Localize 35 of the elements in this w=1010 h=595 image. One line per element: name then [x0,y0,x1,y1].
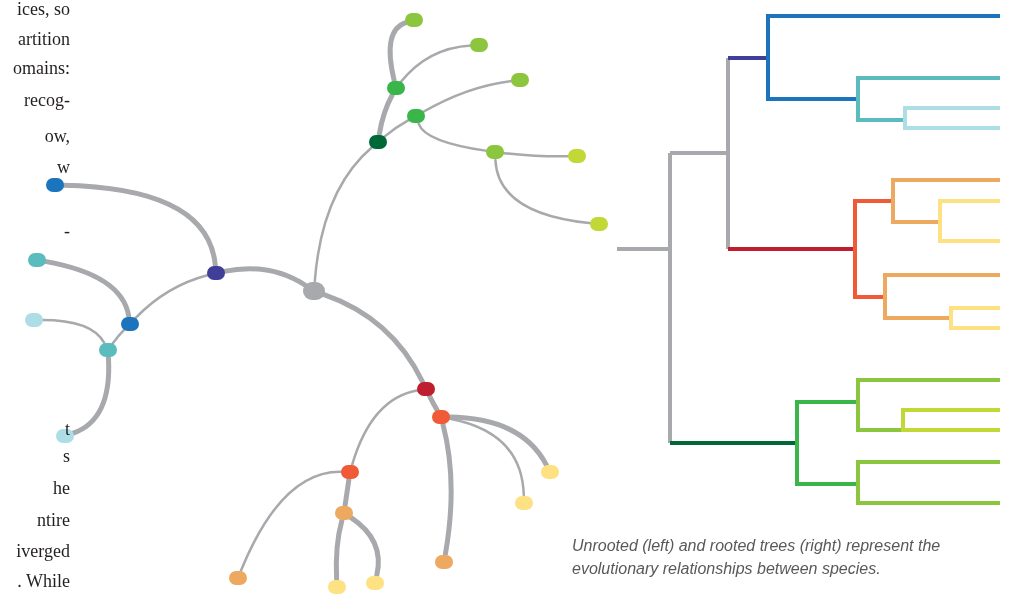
text-fragment: ices, so [17,0,70,20]
caption: Unrooted (left) and rooted trees (right) represent the evolutionary relationships between species. [572,536,942,579]
text-fragment: he [53,477,70,499]
tree-branch [239,470,344,572]
tree-branch [342,477,352,508]
text-fragment: omains: [13,57,70,79]
text-fragment: w [57,156,70,178]
tree-branch [417,122,489,153]
text-fragment: t [65,418,70,440]
tree-branch [447,417,525,497]
text-fragment: artition [18,28,70,50]
tree-branch [399,44,473,83]
tree-branch [313,145,374,283]
text-fragment: ntire [37,509,70,531]
tree-branch [382,118,411,139]
tree-branch [40,318,106,345]
tree-branch [440,422,454,557]
tree-branch [351,389,420,466]
tree-branch [421,79,514,114]
tree-branch [501,151,571,158]
tree-branch [494,158,593,225]
text-fragment: s [63,445,70,467]
text-fragment: recog- [24,89,70,111]
tree-branch [70,355,112,436]
text-fragment: - [64,220,70,242]
tree-branch [134,273,210,320]
tree-branch [333,518,345,582]
tree-branch [376,92,395,137]
text-fragment: ow, [44,125,70,147]
tree-branch [348,514,381,578]
tree-branch [387,19,409,83]
text-fragment: . While [17,570,70,592]
tree-branch [111,328,126,345]
tree-branch [427,393,440,413]
text-fragment: iverged [16,540,70,562]
